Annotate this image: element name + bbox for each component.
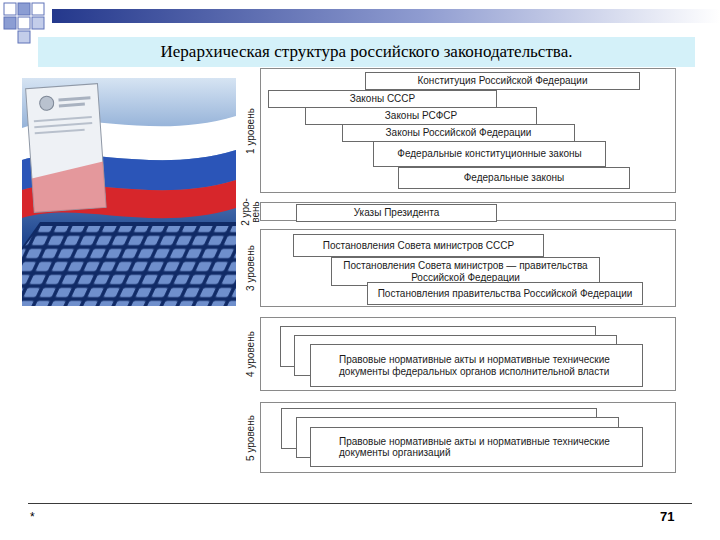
act-name: Законы РСФСР [385, 110, 457, 121]
act-name: Постановления Совета министров СССР [323, 240, 514, 251]
level-label: 2 уро- вень [241, 196, 261, 228]
level-label: 4 уровень [246, 331, 256, 377]
act-box: Конституция Российской Федерации [365, 72, 640, 90]
level-panel: Правовые нормативные акты и нормативные … [260, 317, 676, 391]
level-label: 5 уровень [246, 415, 256, 461]
top-bar [52, 9, 720, 23]
act-box: Федеральные законы [398, 167, 630, 189]
title-band: Иерархическая структура российского зако… [38, 37, 695, 67]
bottom-rule [28, 503, 692, 504]
act-name: Правовые нормативные акты и нормативные … [339, 354, 638, 376]
level-panel: Конституция Российской ФедерацииЗаконы С… [260, 68, 676, 193]
slide-title: Иерархическая структура российского зако… [161, 42, 573, 62]
act-box: Постановления правительства Российской Ф… [367, 282, 643, 305]
act-name: Указы Президента [354, 207, 440, 218]
level-label: 1 уровень [246, 108, 256, 154]
act-name: Конституция Российской Федерации [417, 75, 587, 86]
act-box: Законы Российской Федерации [342, 124, 575, 142]
level-label: 3 уровень [246, 245, 256, 291]
act-box: Правовые нормативные акты и нормативные … [310, 344, 643, 387]
act-box: Законы РСФСР [305, 107, 537, 125]
level-panel: Постановления Совета министров СССР Поста… [260, 229, 676, 307]
act-box: Федеральные конституционные законы [373, 141, 606, 167]
page-number: 71 [660, 509, 674, 524]
flag-illustration [22, 78, 236, 306]
act-name: Законы СССР [350, 93, 415, 104]
level-panel: Правовые нормативные акты и нормативные … [260, 402, 676, 473]
footer-mark: * [30, 510, 35, 524]
level-panel: Указы Президента2 уро- вень [260, 202, 676, 221]
act-name: Федеральные конституционные законы [397, 148, 581, 159]
act-box: Законы СССР [268, 90, 497, 108]
act-box: Указы Президента [296, 204, 497, 222]
act-name: Федеральные законы [464, 172, 564, 183]
act-box: Правовые нормативные акты и нормативные … [310, 427, 643, 467]
act-name: Постановления Совета министров — правите… [336, 260, 595, 282]
act-name: Законы Российской Федерации [386, 127, 532, 138]
act-name: Правовые нормативные акты и нормативные … [339, 436, 638, 458]
act-box: Постановления Совета министров СССР [293, 234, 544, 257]
act-name: Постановления правительства Российской Ф… [378, 288, 633, 299]
